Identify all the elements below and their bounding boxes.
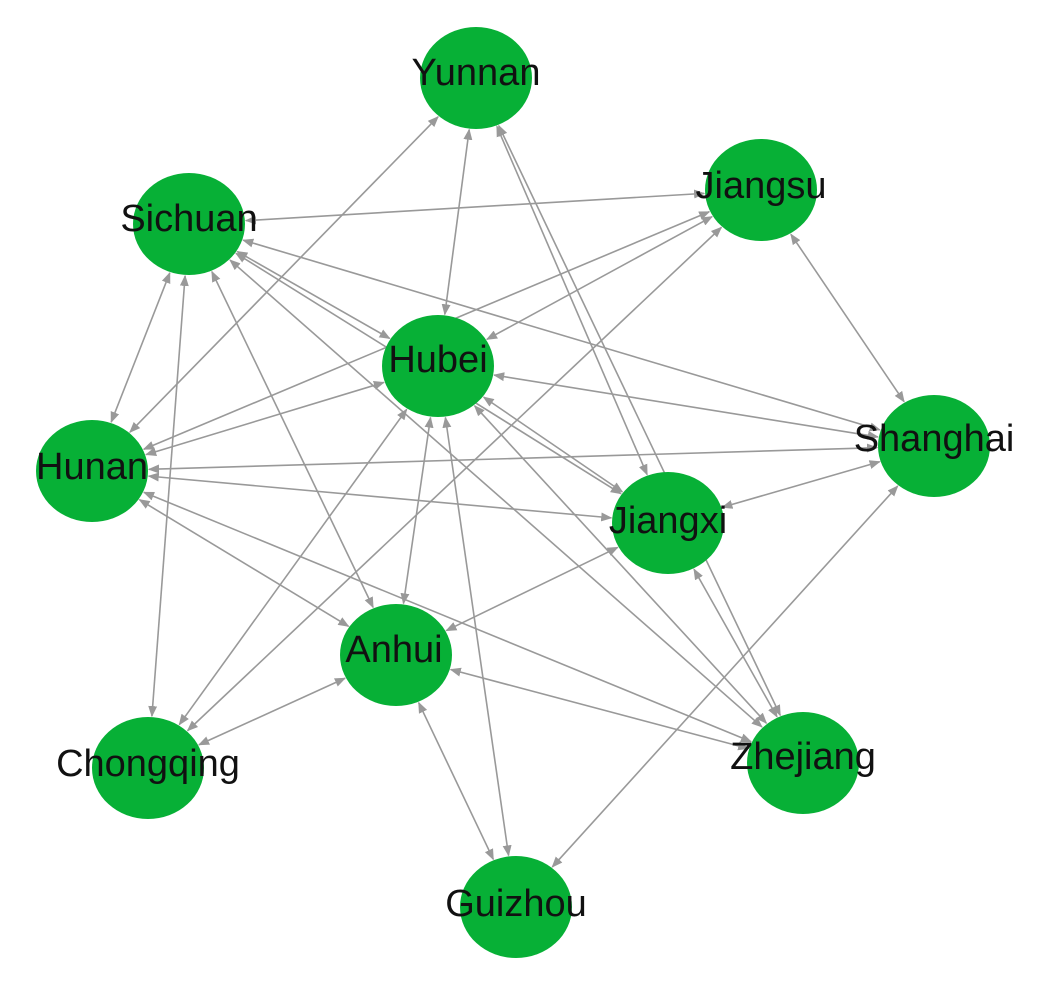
node-circle-chongqing: [92, 717, 204, 819]
node-circle-yunnan: [420, 27, 532, 129]
edge-jiangsu-chongqing: [186, 226, 723, 732]
node-circle-jiangxi: [612, 472, 724, 574]
node-label-yunnan: Yunnan: [412, 52, 541, 94]
node-circle-guizhou: [460, 856, 572, 958]
edge-anhui-chongqing: [197, 677, 347, 746]
node-hubei: Hubei: [382, 315, 494, 417]
edge-jiangxi-zhejiang: [693, 568, 778, 718]
node-label-guizhou: Guizhou: [445, 883, 587, 925]
node-label-shanghai: Shanghai: [854, 418, 1015, 460]
edges-layer: [110, 116, 905, 868]
edge-hubei-jiangxi: [482, 396, 624, 493]
edge-hunan-jiangxi: [147, 472, 613, 522]
nodes-layer: YunnanJiangsuSichuanHubeiShanghaiHunanJi…: [36, 27, 1014, 958]
edge-sichuan-shanghai: [242, 238, 881, 432]
node-hunan: Hunan: [36, 420, 148, 522]
node-label-chongqing: Chongqing: [56, 743, 240, 785]
edge-hunan-hubei: [145, 381, 385, 456]
edge-hubei-guizhou: [442, 416, 512, 857]
edge-shanghai-guizhou: [551, 485, 899, 868]
edge-jiangxi-shanghai: [721, 460, 881, 509]
edge-sichuan-anhui: [211, 270, 374, 609]
node-circle-shanghai: [878, 395, 990, 497]
edge-hubei-zhejiang: [473, 405, 768, 724]
node-label-zhejiang: Zhejiang: [730, 736, 876, 778]
edge-hubei-shanghai: [493, 372, 879, 440]
edge-hubei-anhui: [400, 416, 434, 605]
edge-hubei-yunnan: [441, 128, 473, 316]
node-jiangsu: Jiangsu: [696, 139, 827, 241]
node-label-hunan: Hunan: [36, 446, 148, 488]
node-yunnan: Yunnan: [412, 27, 541, 129]
node-circle-anhui: [340, 604, 452, 706]
edge-hubei-jiangsu: [485, 215, 714, 341]
node-circle-sichuan: [133, 173, 245, 275]
edge-jiangxi-anhui: [445, 546, 619, 632]
node-circle-jiangsu: [705, 139, 817, 241]
node-label-jiangxi: Jiangxi: [609, 500, 727, 542]
node-circle-hubei: [382, 315, 494, 417]
node-chongqing: Chongqing: [56, 717, 240, 819]
edge-anhui-guizhou: [417, 701, 495, 861]
node-circle-hunan: [36, 420, 148, 522]
edge-sichuan-jiangsu: [244, 189, 706, 225]
node-label-anhui: Anhui: [345, 629, 442, 671]
node-guizhou: Guizhou: [445, 856, 587, 958]
node-anhui: Anhui: [340, 604, 452, 706]
edge-anhui-zhejiang: [449, 667, 750, 751]
node-sichuan: Sichuan: [120, 173, 258, 275]
edge-sichuan-chongqing: [148, 274, 189, 718]
edge-jiangsu-shanghai: [790, 233, 905, 403]
edge-sichuan-hubei: [236, 250, 391, 340]
node-label-jiangsu: Jiangsu: [696, 165, 827, 207]
node-jiangxi: Jiangxi: [609, 472, 727, 574]
edge-hunan-shanghai: [147, 443, 879, 474]
node-label-hubei: Hubei: [388, 339, 487, 381]
node-zhejiang: Zhejiang: [730, 712, 876, 814]
node-shanghai: Shanghai: [854, 395, 1015, 497]
node-circle-zhejiang: [747, 712, 859, 814]
node-label-sichuan: Sichuan: [120, 198, 257, 240]
